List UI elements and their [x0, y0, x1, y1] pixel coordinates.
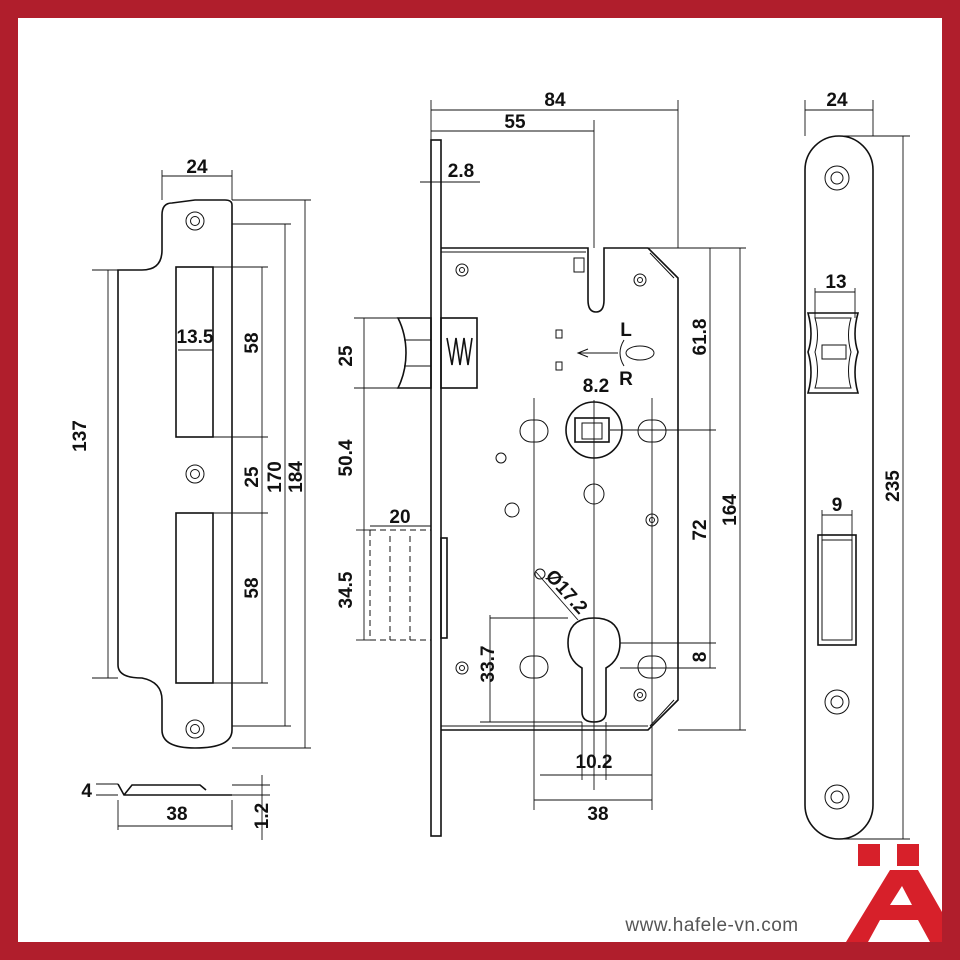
drawing-frame	[18, 18, 942, 942]
lock-cylinder-width-label: 10.2	[576, 752, 613, 773]
lock-handle-dia-label: 8.2	[583, 376, 609, 397]
faceplate-length-label: 235	[883, 470, 904, 502]
lock-overall-width-label: 84	[544, 90, 566, 111]
strike-opening-width-label: 13.5	[177, 327, 214, 348]
lock-body	[354, 100, 746, 837]
faceplate-width-label: 24	[826, 90, 848, 111]
strike-gap-label: 25	[242, 466, 263, 488]
hafele-logo	[846, 844, 942, 942]
strike-width-label: 24	[186, 157, 208, 178]
strike-upper-opening-label: 58	[242, 332, 263, 353]
lock-fixing-distance-label: 38	[587, 804, 608, 825]
lock-backset-label: 55	[504, 112, 526, 133]
strike-plate	[92, 170, 311, 749]
strike-lower-opening-label: 58	[242, 577, 263, 598]
faceplate-bolt-width-label: 9	[832, 495, 843, 516]
strike-170-label: 170	[265, 461, 286, 493]
faceplate-view	[804, 100, 910, 840]
lock-hand-left-label: L	[620, 320, 632, 341]
watermark-text: www.hafele-vn.com	[624, 915, 798, 936]
lock-cylinder-dia-label: Ø17.2	[541, 566, 591, 619]
lock-deadbolt-label: 34.5	[336, 571, 357, 608]
lock-latch-label: 25	[336, 345, 357, 367]
strike-side-plate-label: 1.2	[252, 803, 273, 829]
lock-center-distance-label: 72	[690, 519, 711, 540]
strike-height-label: 137	[70, 420, 91, 452]
strike-side-thickness-label: 4	[81, 781, 92, 802]
lock-latch-to-bolt-label: 50.4	[336, 439, 357, 476]
lock-faceplate-label: 2.8	[448, 161, 474, 182]
strike-side-depth-label: 38	[166, 804, 187, 825]
strike-184-label: 184	[286, 461, 307, 493]
faceplate-latch-width-label: 13	[825, 272, 846, 293]
lock-cylinder-center-label: 33.7	[478, 646, 499, 683]
lock-hand-right-label: R	[619, 369, 633, 390]
lock-body-height-label: 164	[720, 494, 741, 526]
strike-side-view	[96, 775, 270, 840]
lock-height-61-label: 61.8	[690, 319, 711, 356]
lock-offset-label: 8	[690, 652, 711, 663]
lock-deadbolt-throw-label: 20	[389, 507, 410, 528]
